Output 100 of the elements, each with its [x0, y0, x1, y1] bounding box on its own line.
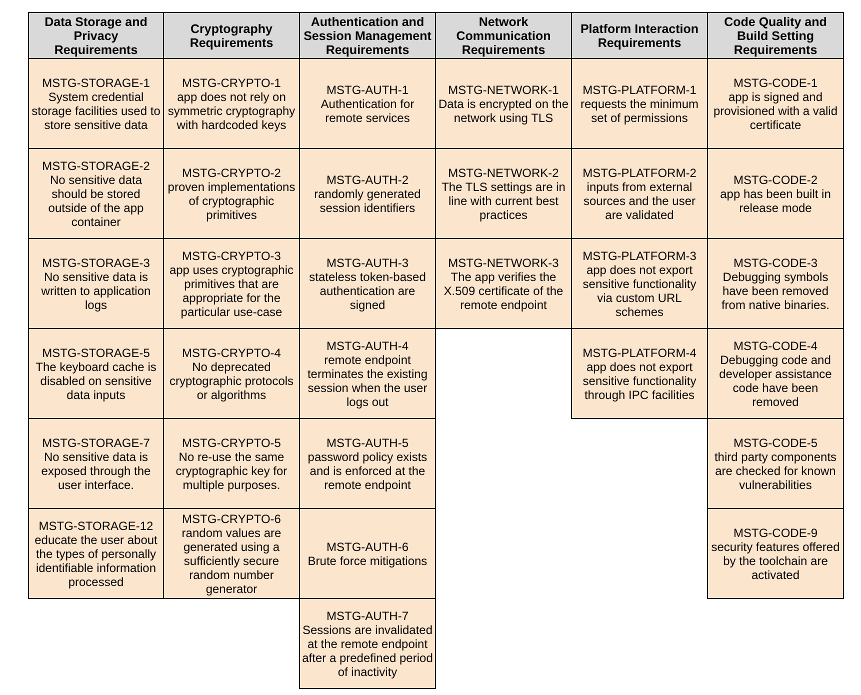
requirement-description: app does not rely on symmetric cryptography with hardcoded keys: [166, 90, 296, 132]
requirement-cell: [435, 58, 572, 149]
requirement-id: MSTG-CRYPTO-3: [182, 248, 281, 262]
requirement-id: MSTG-STORAGE-1: [42, 76, 150, 90]
requirement-description: password policy exists and is enforced at the remote endpoint: [306, 450, 428, 492]
requirement-description: requests the minimum set of permissions: [579, 96, 700, 124]
column-header: [571, 12, 708, 59]
requirement-id: MSTG-PLATFORM-2: [582, 166, 696, 180]
requirement-cell: [299, 58, 436, 149]
requirement-id: MSTG-AUTH-5: [326, 436, 408, 450]
header-text: Code Quality and Build Setting Requirements: [723, 14, 828, 56]
column-header: [163, 12, 300, 59]
header-text: Platform Interaction Requirements: [579, 22, 700, 50]
requirement-id: MSTG-AUTH-7: [326, 608, 408, 622]
requirement-description: app uses cryptographic primitives that are appropriate for the particular use-case: [168, 262, 295, 318]
requirement-cell: [299, 508, 436, 599]
requirement-description: remote endpoint terminates the existing session when the user logs out: [306, 352, 429, 408]
requirement-cell: [299, 328, 436, 419]
requirement-cell: [707, 238, 844, 329]
requirement-id: MSTG-CODE-9: [734, 526, 818, 540]
requirement-id: MSTG-AUTH-3: [326, 256, 408, 270]
requirement-id: MSTG-STORAGE-3: [42, 256, 150, 270]
requirement-description: app is signed and provisioned with a valid certificate: [712, 90, 839, 132]
requirement-id: MSTG-NETWORK-3: [448, 256, 559, 270]
requirement-cell: [707, 328, 844, 419]
requirement-description: No deprecated cryptographic protocols or algorithms: [168, 360, 295, 402]
requirement-description: No re-use the same cryptographic key for multiple purposes.: [174, 450, 288, 492]
requirement-id: MSTG-STORAGE-7: [42, 436, 150, 450]
requirement-cell: [571, 328, 708, 419]
requirement-id: MSTG-PLATFORM-3: [582, 248, 696, 262]
requirement-description: No sensitive data is written to application logs: [40, 270, 152, 312]
header-text: Data Storage and Privacy Requirements: [44, 14, 148, 56]
requirement-cell: [28, 148, 164, 239]
requirement-id: MSTG-AUTH-4: [326, 338, 408, 352]
requirement-description: app has been built in release mode: [719, 186, 832, 214]
requirement-cell: [571, 58, 708, 149]
requirement-id: MSTG-STORAGE-12: [38, 518, 154, 532]
requirement-description: Debugging code and developer assistance code have been removed: [718, 352, 833, 408]
requirement-description: The keyboard cache is disabled on sensitive data inputs: [34, 360, 158, 402]
requirement-description: stateless token-based authentication are signed: [308, 270, 427, 312]
requirement-id: MSTG-PLATFORM-4: [582, 346, 696, 360]
requirement-description: System credential storage facilities used to store sensitive data: [31, 90, 161, 132]
requirement-id: MSTG-CODE-1: [734, 76, 818, 90]
requirement-description: educate the user about the types of personally identifiable information processed: [34, 532, 158, 588]
requirement-description: randomly generated session identifiers: [313, 186, 422, 214]
requirement-cell: [299, 148, 436, 239]
requirement-cell: [28, 508, 164, 599]
requirement-cell: [435, 148, 572, 239]
requirement-cell: [571, 238, 708, 329]
requirement-description: app does not export sensitive functionality through IPC facilities: [582, 360, 698, 402]
requirement-description: No sensitive data should be stored outside of the app container: [47, 172, 145, 228]
requirement-cell: [571, 148, 708, 239]
requirement-cell: [707, 148, 844, 239]
requirement-cell: [28, 418, 164, 509]
requirement-cell: [707, 508, 844, 599]
requirement-id: MSTG-CRYPTO-6: [182, 512, 281, 526]
requirement-id: MSTG-PLATFORM-1: [582, 82, 696, 96]
requirement-description: random values are generated using a sufficiently secure random number generator: [180, 526, 282, 596]
column-header: [28, 12, 164, 59]
requirement-id: MSTG-CRYPTO-1: [182, 76, 281, 90]
requirement-description: security features offered by the toolchain are activated: [710, 540, 841, 582]
requirement-id: MSTG-AUTH-1: [326, 82, 408, 96]
requirement-description: inputs from external sources and the user are validated: [582, 180, 697, 222]
requirement-cell: [299, 238, 436, 329]
requirement-cell: [28, 238, 164, 329]
requirement-id: MSTG-NETWORK-2: [448, 166, 559, 180]
header-text: Authentication and Session Management Requirements: [302, 14, 432, 56]
requirement-description: No sensitive data is exposed through the user interface.: [40, 450, 152, 492]
requirement-id: MSTG-CRYPTO-4: [182, 346, 281, 360]
requirement-description: third party components are checked for known vulnerabilities: [713, 450, 838, 492]
requirement-id: MSTG-NETWORK-1: [448, 82, 559, 96]
requirement-description: proven implementations of cryptographic primitives: [166, 180, 296, 222]
column-header: [707, 12, 844, 59]
requirement-id: MSTG-AUTH-6: [326, 540, 408, 554]
requirement-cell: [28, 328, 164, 419]
requirement-id: MSTG-CODE-2: [734, 172, 818, 186]
requirement-id: MSTG-CODE-3: [734, 256, 818, 270]
requirement-cell: [28, 58, 164, 149]
requirement-cell: [163, 148, 300, 239]
requirement-description: app does not export sensitive functionality via custom URL schemes: [582, 262, 698, 318]
requirement-cell: [707, 418, 844, 509]
requirement-description: The app verifies the X.509 certificate of the remote endpoint: [442, 270, 564, 312]
header-text: Cryptography Requirements: [188, 22, 274, 50]
requirement-description: Authentication for remote services: [320, 96, 416, 124]
requirement-id: MSTG-STORAGE-2: [42, 158, 150, 172]
requirement-cell: [163, 328, 300, 419]
requirement-cell: [163, 418, 300, 509]
requirement-id: MSTG-CRYPTO-2: [182, 166, 281, 180]
requirement-cell: [299, 418, 436, 509]
requirement-description: Sessions are invalidated at the remote endpoint after a predefined period of inactivity: [302, 622, 433, 678]
requirement-description: Data is encrypted on the network using TLS: [438, 96, 569, 124]
requirement-id: MSTG-STORAGE-5: [42, 346, 150, 360]
column-header: [435, 12, 572, 59]
requirement-cell: [163, 58, 300, 149]
requirement-id: MSTG-AUTH-2: [326, 172, 408, 186]
requirement-cell: [707, 58, 844, 149]
requirement-id: MSTG-CODE-4: [734, 338, 818, 352]
requirement-cell: [163, 238, 300, 329]
requirement-id: MSTG-CRYPTO-5: [182, 436, 281, 450]
requirement-id: MSTG-CODE-5: [734, 436, 818, 450]
